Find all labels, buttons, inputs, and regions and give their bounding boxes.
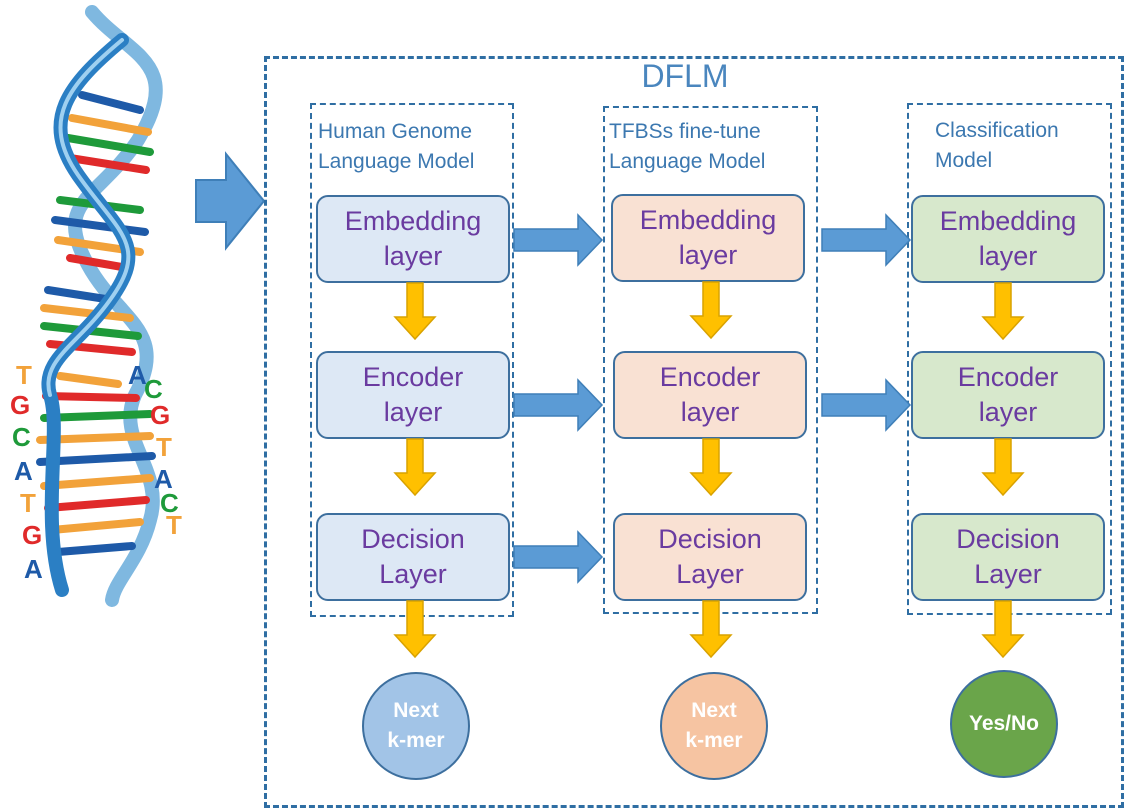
- layer-label: layer: [678, 240, 738, 270]
- transfer-arrow-icon: [513, 213, 604, 267]
- transfer-arrow-icon: [821, 378, 912, 432]
- output-label: k-mer: [685, 729, 743, 752]
- dna-letter: C: [12, 422, 31, 452]
- dna-letter: G: [150, 400, 171, 430]
- dna-letter: A: [24, 554, 43, 584]
- tfbs-model-title: TFBSs fine-tune Language Model: [609, 117, 765, 177]
- transfer-arrow-icon: [821, 213, 912, 267]
- down-arrow-icon: [982, 600, 1024, 658]
- dflm-frame: [264, 56, 1124, 808]
- layer-label: layer: [680, 397, 740, 427]
- layer-label: Embedding: [939, 206, 1077, 236]
- layer-label: layer: [978, 397, 1038, 427]
- output-label: Yes/No: [968, 712, 1040, 735]
- layer-label: layer: [978, 241, 1038, 271]
- dna-helix-illustration: [36, 5, 163, 607]
- tfbs-encoder-layer: Encoder layer: [613, 351, 807, 439]
- layer-label: Decision: [956, 524, 1060, 554]
- classification-embedding-layer: Embedding layer: [911, 195, 1105, 283]
- down-arrow-icon: [690, 438, 732, 496]
- transfer-arrow-icon: [513, 378, 604, 432]
- input-arrow-icon: [195, 151, 266, 251]
- layer-label: Encoder: [659, 362, 761, 392]
- dna-letter: T: [20, 488, 36, 518]
- output-label: Next: [691, 699, 737, 722]
- classification-model-title: Classification Model: [935, 116, 1059, 176]
- layer-label: Embedding: [344, 206, 482, 236]
- down-arrow-icon: [982, 282, 1024, 340]
- down-arrow-icon: [690, 281, 732, 339]
- dna-letter: C: [144, 374, 163, 404]
- dna-letter: C: [160, 488, 179, 518]
- dna-letter: T: [156, 432, 172, 462]
- layer-label: layer: [383, 241, 443, 271]
- dna-letter: G: [22, 520, 43, 550]
- classification-encoder-layer: Encoder layer: [911, 351, 1105, 439]
- down-arrow-icon: [982, 438, 1024, 496]
- layer-label: Layer: [379, 559, 447, 589]
- output-label: Next: [393, 699, 439, 722]
- title-line: Language Model: [609, 150, 766, 173]
- layer-label: Decision: [361, 524, 465, 554]
- layer-label: Embedding: [639, 205, 777, 235]
- tfbs-model-output: Next k-mer: [660, 672, 768, 780]
- title-line: Classification: [935, 119, 1059, 142]
- title-line: Human Genome: [318, 120, 473, 143]
- dna-letter: A: [154, 464, 173, 494]
- dna-letters-left: T G C A T G A: [4, 360, 64, 590]
- layer-label: layer: [383, 397, 443, 427]
- dna-letters-right: A C G T A C T: [120, 360, 200, 540]
- classification-output: Yes/No: [950, 670, 1058, 778]
- title-line: TFBSs fine-tune: [609, 120, 761, 143]
- human-model-output: Next k-mer: [362, 672, 470, 780]
- layer-label: Layer: [676, 559, 744, 589]
- dna-letter: G: [10, 390, 31, 420]
- output-label: k-mer: [387, 729, 445, 752]
- dna-letter: T: [166, 510, 182, 540]
- tfbs-embedding-layer: Embedding layer: [611, 194, 805, 282]
- dna-letter: T: [16, 360, 32, 390]
- layer-label: Layer: [974, 559, 1042, 589]
- down-arrow-icon: [394, 438, 436, 496]
- down-arrow-icon: [690, 600, 732, 658]
- layer-label: Decision: [658, 524, 762, 554]
- transfer-arrow-icon: [513, 530, 604, 584]
- dna-letter: A: [128, 360, 147, 390]
- down-arrow-icon: [394, 282, 436, 340]
- human-genome-model-title: Human Genome Language Model: [318, 117, 474, 177]
- diagram-title: DFLM: [641, 58, 729, 94]
- title-line: Language Model: [318, 150, 475, 173]
- human-encoder-layer: Encoder layer: [316, 351, 510, 439]
- dna-letter: A: [14, 456, 33, 486]
- layer-label: Encoder: [362, 362, 464, 392]
- title-line: Model: [935, 149, 993, 172]
- human-embedding-layer: Embedding layer: [316, 195, 510, 283]
- down-arrow-icon: [394, 600, 436, 658]
- layer-label: Encoder: [957, 362, 1059, 392]
